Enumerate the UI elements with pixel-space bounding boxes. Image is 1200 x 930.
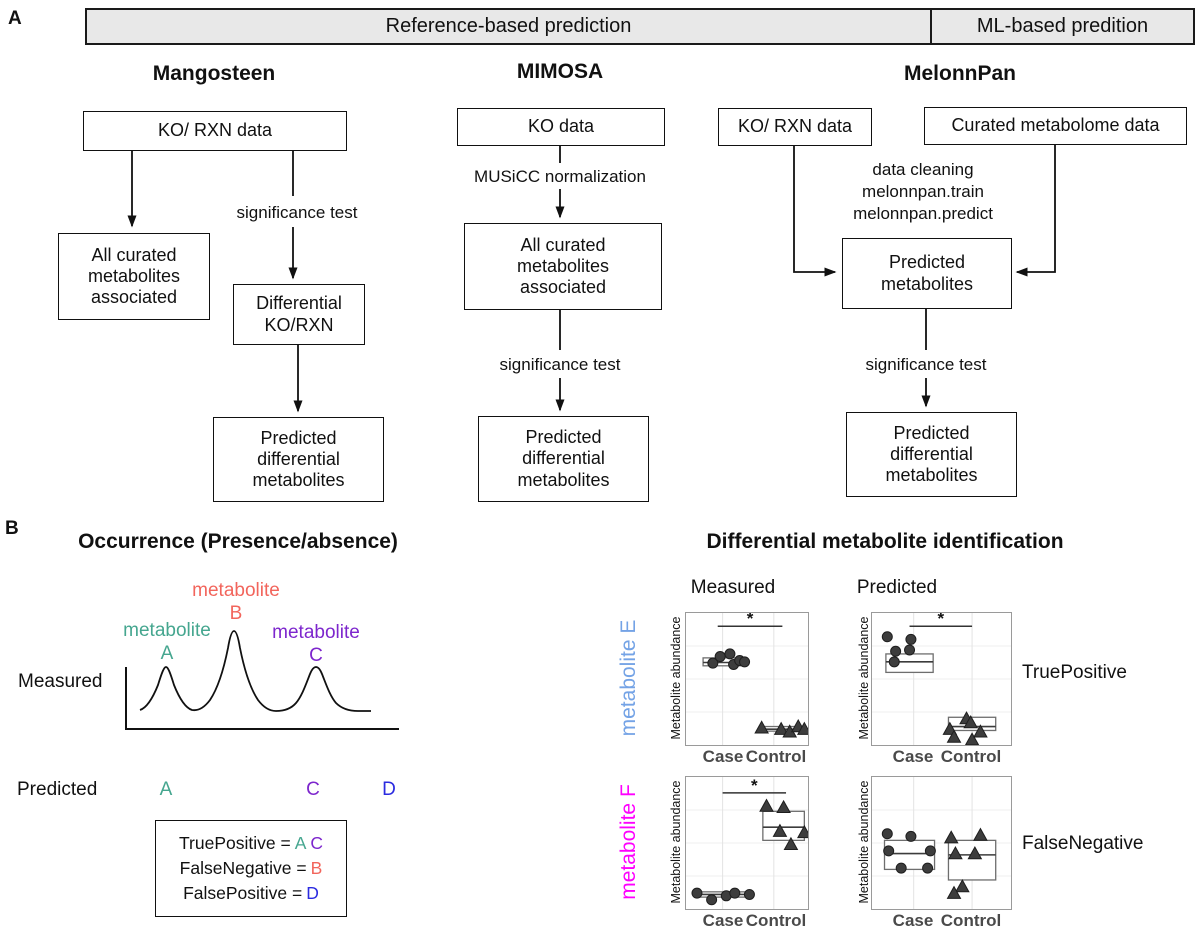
peak-a-word: metabolite [123, 620, 211, 641]
xtick-case-e-predicted: Case [892, 747, 934, 766]
legend-tp-letter-a: A [294, 833, 307, 853]
outcome-true-positive: TruePositive [1022, 662, 1127, 683]
mimosa-musicc-label: MUSiCC normalization [474, 166, 646, 188]
predicted-letter-d: D [382, 779, 396, 800]
mangosteen-predicted-differential-box: Predicted differential metabolites [213, 417, 384, 502]
occurrence-predicted-label: Predicted [17, 779, 98, 800]
melonnpan-title: MelonnPan [903, 62, 1017, 85]
mangosteen-ko-rxn-box: KO/ RXN data [83, 111, 347, 151]
legend-fp-label: FalsePositive = [183, 883, 303, 903]
plot-f-predicted [871, 776, 1012, 910]
xtick-case-e-measured: Case [702, 747, 744, 766]
plot-e-predicted: * [871, 612, 1012, 746]
peak-label-metabolite-b: metabolite B [192, 580, 280, 626]
melonnpan-predicted-metabolites-box: Predicted metabolites [842, 238, 1012, 309]
mimosa-title: MIMOSA [516, 60, 604, 83]
header-ml-based: ML-based predition [930, 10, 1193, 43]
melonnpan-arrow-right [1015, 144, 1056, 277]
svg-text:*: * [937, 613, 944, 628]
svg-text:*: * [751, 777, 758, 795]
predicted-letter-c: C [306, 779, 320, 800]
outcome-false-negative: FalseNegative [1022, 833, 1144, 854]
mangosteen-title: Mangosteen [152, 62, 276, 85]
xtick-control-f-predicted: Control [940, 911, 1002, 930]
melonnpan-significance-test-label: significance test [865, 354, 987, 376]
column-header-predicted: Predicted [856, 577, 938, 598]
melonnpan-curated-metabolome-box: Curated metabolome data [924, 107, 1187, 145]
panel-b-label: B [5, 518, 19, 539]
mimosa-significance-test-label: significance test [499, 354, 621, 376]
occurrence-measured-label: Measured [18, 671, 103, 692]
xtick-control-e-predicted: Control [940, 747, 1002, 766]
row-label-metabolite-f: metabolite F [617, 784, 640, 900]
peak-label-metabolite-a: metabolite A [123, 620, 211, 666]
melonnpan-steps-label: data cleaning melonnpan.train melonnpan.… [853, 159, 993, 225]
peak-b-letter: B [229, 602, 243, 624]
svg-text:*: * [747, 613, 754, 628]
legend-tp-label: TruePositive = [178, 833, 291, 853]
xtick-control-f-measured: Control [745, 911, 807, 930]
y-axis-label-f-measured: Metabolite abundance [669, 780, 683, 904]
melonnpan-arrow-left [793, 145, 837, 277]
peak-b-word: metabolite [192, 580, 280, 601]
xtick-case-f-measured: Case [702, 911, 744, 930]
mangosteen-significance-test-label: significance test [236, 202, 358, 224]
panel-a-label: A [8, 8, 22, 29]
mangosteen-differential-ko-rxn-box: Differential KO/RXN [233, 284, 365, 345]
legend-false-positive: FalsePositive =D [183, 883, 319, 904]
mimosa-all-curated-box: All curated metabolites associated [464, 223, 662, 310]
xtick-case-f-predicted: Case [892, 911, 934, 930]
plot-e-measured: * [685, 612, 809, 746]
plot-f-measured: * [685, 776, 809, 910]
xtick-control-e-measured: Control [745, 747, 807, 766]
melonnpan-ko-rxn-box: KO/ RXN data [718, 108, 872, 146]
legend-false-negative: FalseNegative =B [180, 858, 323, 879]
identification-title: Differential metabolite identification [706, 530, 1064, 553]
y-axis-label-e-measured: Metabolite abundance [669, 616, 683, 740]
row-label-metabolite-e: metabolite E [617, 619, 640, 737]
peak-c-letter: C [309, 644, 323, 666]
mimosa-predicted-differential-box: Predicted differential metabolites [478, 416, 649, 502]
mimosa-ko-data-box: KO data [457, 108, 665, 146]
prediction-type-header: Reference-based prediction ML-based pred… [85, 8, 1195, 45]
predicted-letter-a: A [159, 779, 173, 800]
melonnpan-predicted-differential-box: Predicted differential metabolites [846, 412, 1017, 497]
legend-fn-letter-b: B [310, 858, 323, 878]
peak-label-metabolite-c: metabolite C [272, 622, 360, 668]
mangosteen-all-curated-box: All curated metabolites associated [58, 233, 210, 320]
peak-c-word: metabolite [272, 622, 360, 643]
legend-fp-letter-d: D [306, 883, 319, 903]
legend-tp-letter-c: C [310, 833, 324, 853]
occurrence-title: Occurrence (Presence/absence) [78, 530, 398, 553]
y-axis-label-e-predicted: Metabolite abundance [857, 616, 871, 740]
column-header-measured: Measured [690, 577, 776, 598]
peak-a-letter: A [160, 642, 174, 664]
legend-fn-label: FalseNegative = [179, 858, 307, 878]
header-reference-based: Reference-based prediction [385, 15, 632, 37]
y-axis-label-f-predicted: Metabolite abundance [857, 780, 871, 904]
